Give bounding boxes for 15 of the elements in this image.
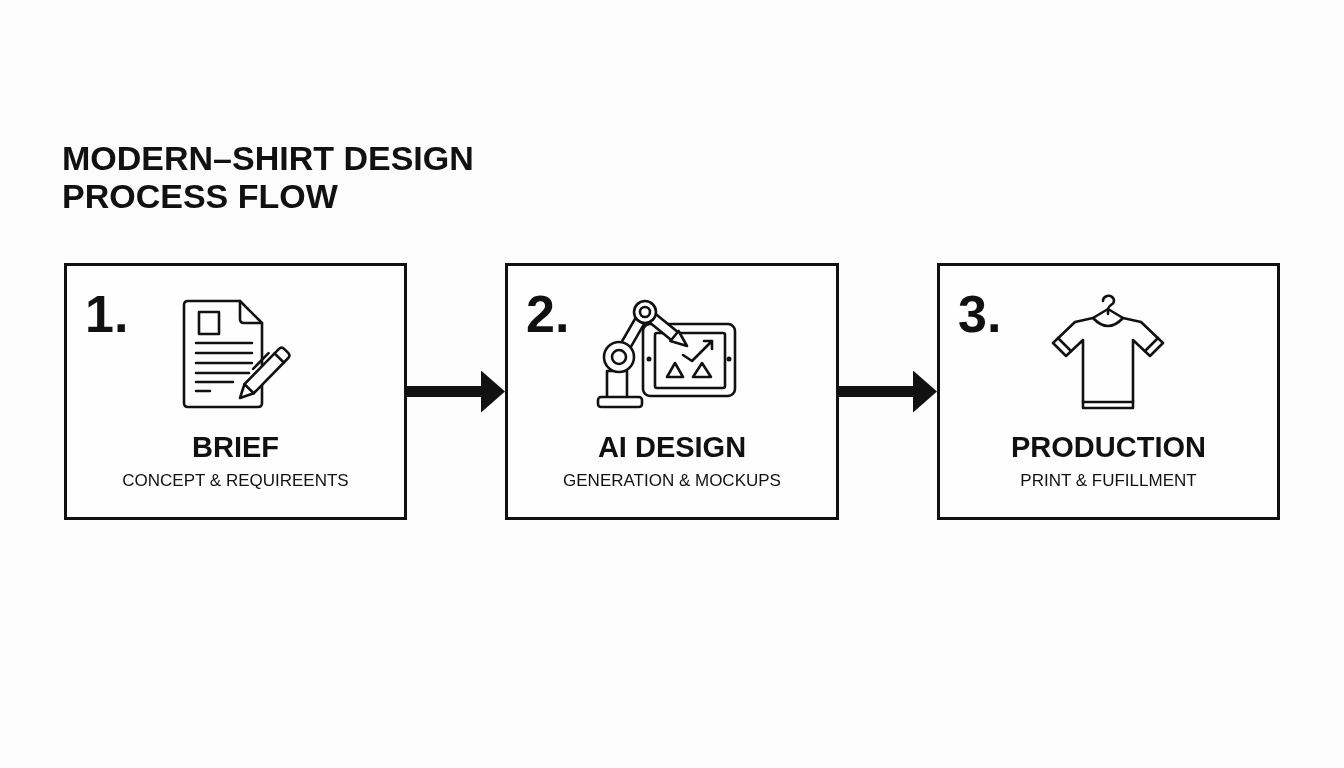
step-box <box>64 263 407 520</box>
arrow <box>839 370 937 413</box>
step-title: AI DESIGN <box>597 430 747 465</box>
step-number: 1. <box>85 288 129 340</box>
step-subtitle: CONCEPT & REQUIREENTS <box>122 471 349 492</box>
step-title: BRIEF <box>192 430 279 465</box>
step-subtitle: GENERATION & MOCKUPS <box>563 471 781 492</box>
step-subtitle: PRINT & FUFILLMENT <box>1020 471 1197 492</box>
step-box <box>505 263 839 520</box>
step-number: 3. <box>958 288 1002 340</box>
step-number: 2. <box>526 288 570 340</box>
arrow <box>407 370 505 413</box>
diagram-title: MODERN–SHIRT DESIGN PROCESS FLOW <box>62 139 475 215</box>
step-box <box>937 263 1280 520</box>
step-title: PRODUCTION <box>1011 430 1206 465</box>
